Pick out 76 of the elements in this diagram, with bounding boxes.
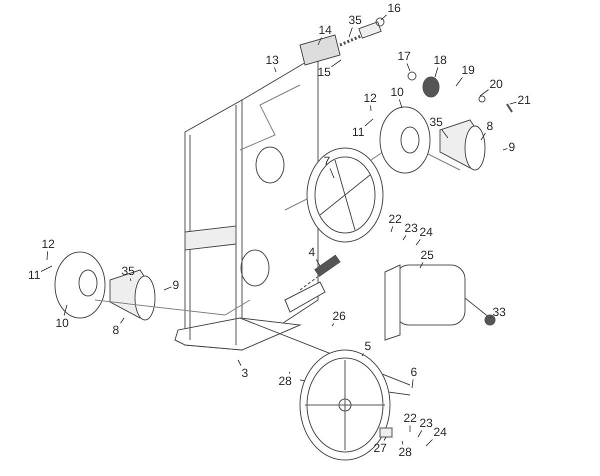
callout-number: 27 [374, 442, 387, 454]
callout-number: 10 [390, 86, 404, 98]
callout-number: 14 [318, 24, 332, 36]
leader-line [274, 67, 276, 72]
callout-number: 22 [388, 212, 402, 226]
leader-line [412, 379, 414, 388]
leader-line [456, 77, 463, 86]
leader-line [288, 372, 290, 374]
callout-number: 12 [42, 238, 55, 250]
callout-number: 26 [332, 310, 346, 322]
leader-line [164, 286, 172, 290]
leader-line [330, 168, 334, 178]
callout-number: 33 [492, 306, 506, 318]
leader-line [238, 360, 242, 366]
callout-number: 12 [364, 92, 377, 104]
callout-number: 17 [398, 50, 411, 62]
leader-line [510, 102, 517, 104]
leader-line [362, 353, 364, 356]
leader-line [480, 89, 489, 96]
callout-number: 23 [404, 222, 418, 234]
leader-line [46, 251, 48, 260]
leader-line [490, 316, 492, 318]
callout-number: 3 [242, 366, 248, 380]
leader-line [416, 239, 421, 246]
leader-line [316, 259, 320, 266]
callout-number: 7 [324, 154, 330, 168]
leader-line [420, 262, 424, 268]
callout-number: 22 [404, 412, 417, 424]
callout-number: 18 [434, 54, 447, 66]
leader-line [40, 266, 52, 272]
leader-line [120, 318, 124, 324]
leader-line [348, 27, 353, 38]
leader-line [434, 67, 438, 78]
callout-number: 9 [172, 278, 180, 292]
callout-number: 5 [364, 340, 372, 352]
leader-line [370, 105, 372, 112]
callout-number: 8 [112, 324, 120, 336]
callout-number: 19 [462, 64, 475, 76]
leader-line [332, 323, 334, 326]
leader-line [426, 439, 433, 446]
callout-number: 9 [508, 140, 516, 154]
callout-number: 28 [278, 374, 292, 388]
leader-line [502, 148, 508, 150]
leader-line [384, 436, 386, 441]
callout-number: 8 [486, 120, 494, 132]
leader-line [406, 63, 410, 72]
callout-number: 20 [490, 78, 503, 90]
callout-number: 13 [266, 54, 279, 66]
callout-number: 35 [122, 264, 135, 278]
callout-number: 28 [398, 446, 412, 458]
leader-line [318, 37, 322, 46]
callout-number: 11 [28, 268, 40, 282]
leader-line [402, 235, 406, 240]
callout-number: 24 [434, 426, 447, 438]
callout-number: 24 [420, 226, 433, 238]
callout-number: 35 [430, 116, 443, 128]
callout-number: 4 [308, 246, 316, 258]
leader-line [480, 132, 486, 140]
leader-line [130, 278, 132, 282]
leader-line [331, 60, 342, 68]
leader-line [418, 430, 422, 438]
leader-line [64, 304, 68, 316]
leader-line [380, 14, 387, 20]
callout-number: 16 [388, 2, 401, 14]
leader-line [390, 226, 394, 232]
callout-number: 25 [420, 248, 434, 262]
callout-number: 6 [410, 366, 418, 378]
callout-number: 11 [352, 126, 364, 138]
leader-line [398, 99, 402, 108]
leader-line [364, 118, 374, 126]
leader-line [402, 440, 404, 445]
callout-number: 35 [348, 14, 362, 26]
leader-line [441, 129, 448, 138]
callout-number: 10 [56, 316, 69, 330]
callout-number: 21 [518, 94, 531, 106]
callout-number: 23 [420, 416, 433, 430]
